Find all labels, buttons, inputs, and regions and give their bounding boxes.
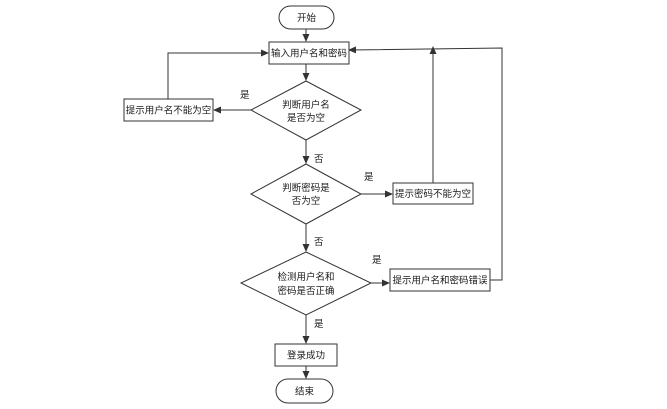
check-user-node: 判断用户名 是否为空 [249, 80, 363, 141]
check-pwd-label-line2: 否为空 [292, 195, 321, 207]
edge-label-auth-yes-down: 是 [314, 319, 324, 330]
input-label: 输入用户名和密码 [271, 48, 347, 60]
start-label: 开始 [297, 12, 317, 24]
edge-user-empty-back [167, 49, 269, 99]
check-auth-label-line2: 密码是否正确 [277, 285, 334, 297]
pwd-empty-msg-node: 提示密码不能为空 [392, 182, 474, 205]
check-auth-node: 检测用户名和 密码是否正确 [239, 251, 373, 316]
check-pwd-node: 判断密码是 否为空 [249, 163, 363, 225]
end-label: 结束 [295, 386, 315, 398]
edge-label-user-no: 否 [314, 154, 324, 165]
edge-label-user-yes: 是 [240, 90, 250, 101]
check-pwd-label-line1: 判断密码是 [282, 182, 330, 194]
edge-auth-error-back [348, 46, 503, 281]
pwd-empty-msg-label: 提示密码不能为空 [395, 188, 471, 200]
check-user-label-line2: 是否为空 [287, 112, 325, 124]
auth-error-msg-node: 提示用户名和密码错误 [389, 268, 491, 292]
user-empty-msg-label: 提示用户名不能为空 [126, 105, 212, 117]
auth-error-msg-label: 提示用户名和密码错误 [392, 275, 488, 287]
edge-label-pwd-yes: 是 [364, 172, 374, 183]
end-node: 结束 [275, 378, 334, 404]
check-user-label-line1: 判断用户名 [282, 99, 330, 111]
edge-label-auth-yes-right: 是 [372, 255, 382, 266]
input-node: 输入用户名和密码 [268, 41, 350, 65]
edge-label-pwd-no: 否 [314, 237, 324, 248]
success-node: 登录成功 [274, 343, 338, 367]
edges [167, 29, 503, 379]
user-empty-msg-node: 提示用户名不能为空 [123, 98, 214, 122]
check-auth-label-line1: 检测用户名和 [277, 271, 334, 283]
start-node: 开始 [278, 5, 335, 30]
success-label: 登录成功 [287, 350, 325, 362]
